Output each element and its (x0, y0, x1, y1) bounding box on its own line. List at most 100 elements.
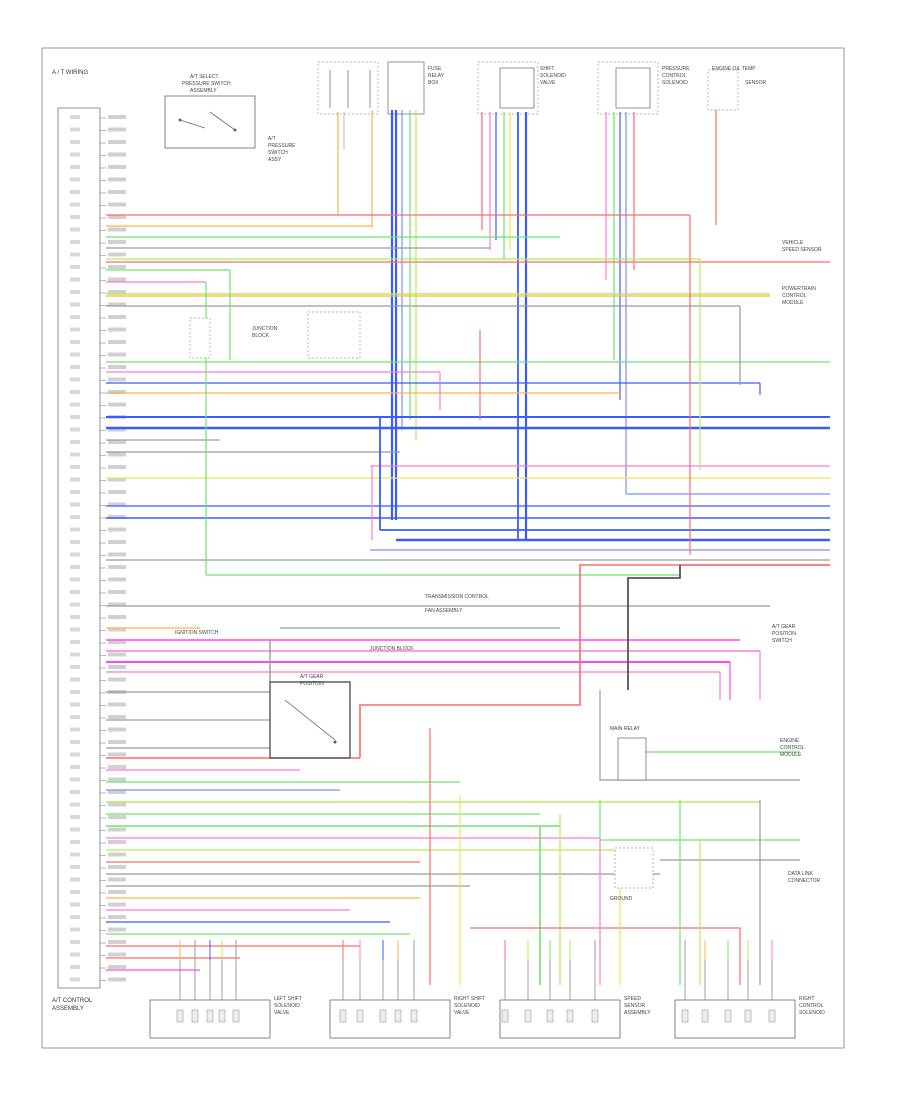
svg-text:SENSOR: SENSOR (745, 80, 767, 86)
ecm-wire-code (108, 777, 126, 782)
top-component-select-switch: A/T SELECT PRESSURE SWITCH ASSEMBLY A/T … (164, 74, 296, 163)
bottom-connector-label: LEFT SHIFT (274, 996, 302, 1002)
center-switch: A/T GEAR POSITION (269, 674, 351, 759)
bottom-pin-socket (546, 1009, 554, 1023)
top-component-shift-solenoid: SHIFT SOLENOID VALVE (477, 61, 566, 115)
svg-text:SWITCH: SWITCH (268, 150, 288, 156)
ecm-pin-label (70, 115, 80, 119)
bottom-pin-socket (681, 1009, 689, 1023)
ecm-wire-code (108, 852, 126, 857)
top-component-fuse-relay: FUSE RELAY BOX (317, 61, 445, 115)
ecm-pin-label (70, 827, 80, 832)
ecm-subtitle: ASSEMBLY (52, 1006, 84, 1012)
ecm-wire-code (108, 602, 126, 607)
ecm-wire-code (108, 815, 126, 819)
ecm-pin-label (70, 727, 80, 732)
bottom-pin-socket (394, 1009, 402, 1023)
bottom-connector-label: RIGHT (799, 996, 815, 1002)
svg-text:A/T SELECT: A/T SELECT (190, 74, 219, 80)
bottom-pin-socket (379, 1009, 387, 1023)
bottom-connector-label: ASSEMBLY (624, 1010, 651, 1016)
bottom-pin-socket (339, 1009, 347, 1023)
ecm-pin-label (70, 415, 80, 419)
ecm-pin-label (70, 127, 80, 132)
ecm-pin-label (70, 140, 80, 144)
ecm-wire-code (108, 215, 126, 219)
ecm-pin-label (70, 352, 80, 357)
bottom-pin-socket (591, 1009, 599, 1023)
right-label-4: ENGINE (780, 738, 800, 744)
bottom-pin-socket (768, 1009, 776, 1023)
ecm-pin-label (70, 902, 80, 907)
ecm-pin-label (70, 515, 80, 519)
svg-text:PRESSURE: PRESSURE (662, 66, 690, 72)
svg-text:SHIFT: SHIFT (540, 66, 554, 72)
ecm-wire-code (108, 252, 126, 257)
right-label-3: A/T GEAR (772, 624, 796, 630)
wire-path (359, 564, 680, 758)
svg-text:POSITION: POSITION (772, 631, 796, 637)
ecm-pin-label (70, 677, 80, 682)
ecm-wire-code (108, 452, 126, 457)
svg-text:A/T GEAR: A/T GEAR (300, 674, 324, 680)
bottom-connector-label: SENSOR (624, 1003, 646, 1009)
ecm-pin-label (70, 640, 80, 644)
ecm-wire-code (108, 677, 126, 682)
ecm-pin-label (70, 852, 80, 857)
ecm-pin-label (70, 815, 80, 819)
ecm-wire-code (108, 740, 126, 744)
wire-path (627, 565, 681, 690)
bottom-connector-label: VALVE (454, 1010, 470, 1016)
ecm-wire-code (108, 315, 126, 319)
wire-path (470, 927, 741, 985)
svg-text:SPEED SENSOR: SPEED SENSOR (782, 247, 822, 253)
ecm-wire-code (108, 352, 126, 357)
ecm-wire-code (108, 177, 126, 182)
top-component-oil-temp: ENGINE OIL TEMP SENSOR (707, 66, 767, 111)
ecm-wire-code (108, 127, 126, 132)
ecm-wire-code (108, 340, 126, 344)
ecm-pin-label (70, 752, 80, 757)
ecm-wire-code (108, 290, 126, 294)
ecm-wire-code (108, 627, 126, 632)
bottom-pin-socket (176, 1009, 184, 1023)
ecm-pin-label (70, 802, 80, 807)
ecm-pin-label (70, 377, 80, 382)
ecm-pin-label (70, 365, 80, 369)
svg-text:ASSY: ASSY (268, 157, 282, 163)
ecm-pin-label (70, 240, 80, 244)
ecm-pin-label (70, 940, 80, 944)
mid-left-box (189, 317, 211, 359)
ecm-wire-code (108, 552, 126, 557)
ecm-wire-code (108, 827, 126, 832)
svg-text:GROUND: GROUND (610, 896, 633, 902)
svg-text:FUSE: FUSE (428, 66, 442, 72)
ecm-pin-label (70, 615, 80, 619)
ecm-wire-code (108, 152, 126, 157)
svg-text:CONTROL: CONTROL (662, 73, 687, 79)
ecm-wire-code (108, 377, 126, 382)
mid-connector-box: JUNCTION BLOCK (252, 311, 361, 359)
right-labels: VEHICLE SPEED SENSOR POWERTRAIN CONTROL … (772, 240, 822, 884)
ecm-pin-label (70, 465, 80, 469)
ecm-wire-code (108, 615, 126, 619)
ecm-wire-code (108, 477, 126, 482)
svg-text:BOX: BOX (428, 80, 439, 86)
ecm-wire-code (108, 577, 126, 582)
ecm-pin-label (70, 690, 80, 694)
svg-text:ENGINE OIL TEMP: ENGINE OIL TEMP (712, 66, 756, 72)
svg-text:MODULE: MODULE (780, 752, 802, 758)
svg-text:TRANSMISSION CONTROL: TRANSMISSION CONTROL (425, 594, 489, 600)
ecm-wire-code (108, 265, 126, 269)
ecm-wire-code (108, 227, 126, 232)
ecm-pin-label (70, 177, 80, 182)
svg-text:SWITCH: SWITCH (772, 638, 792, 644)
svg-text:MODULE: MODULE (782, 300, 804, 306)
ecm-pin-label (70, 652, 80, 657)
ecm-wire-code (108, 802, 126, 807)
ecm-pin-label (70, 877, 80, 882)
bottom-pin-socket (410, 1009, 418, 1023)
ecm-pin-label (70, 865, 80, 869)
